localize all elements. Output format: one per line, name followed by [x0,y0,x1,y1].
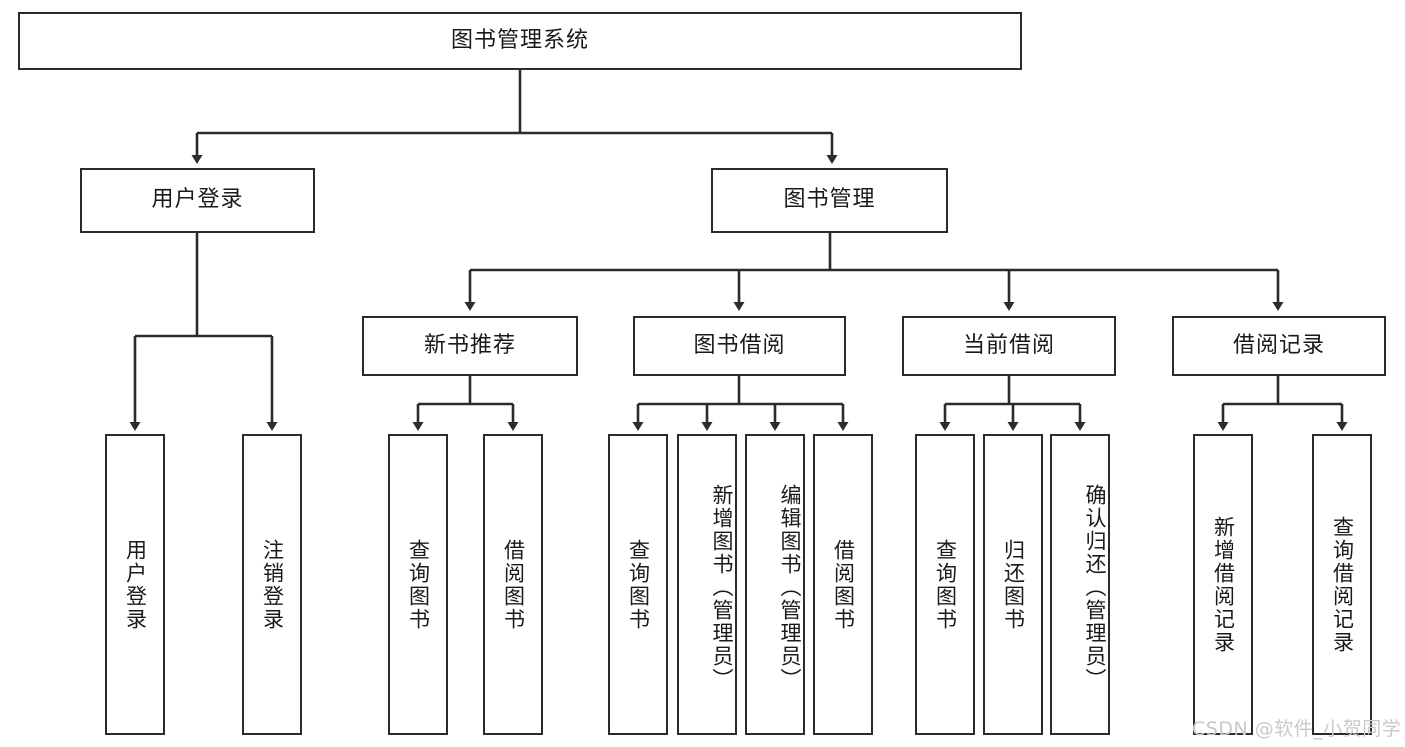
csdn-watermark: CSDN @软件_小贺同学 [1192,718,1402,740]
node-new-book-recommend[interactable]: 新书推荐 [362,316,578,376]
leaf-user-login-signout[interactable]: 注销登录 [242,434,302,735]
leaf-new-book-query-book[interactable]: 查询图书 [388,434,448,735]
leaf-book-borrow-query-book[interactable]: 查询图书 [608,434,668,735]
leaf-book-borrow-add-book-admin[interactable]: 新增图书（管理员） [677,434,737,735]
leaf-current-borrow-query-book[interactable]: 查询图书 [915,434,975,735]
node-current-borrow[interactable]: 当前借阅 [902,316,1116,376]
leaf-borrow-record-add-record[interactable]: 新增借阅记录 [1193,434,1253,735]
leaf-current-borrow-confirm-return-admin[interactable]: 确认归还（管理员） [1050,434,1110,735]
leaf-user-login-signin[interactable]: 用户登录 [105,434,165,735]
leaf-book-borrow-borrow-book[interactable]: 借阅图书 [813,434,873,735]
leaf-new-book-borrow-book[interactable]: 借阅图书 [483,434,543,735]
node-book-borrow[interactable]: 图书借阅 [633,316,846,376]
leaf-book-borrow-edit-book-admin[interactable]: 编辑图书（管理员） [745,434,805,735]
leaf-borrow-record-query-record[interactable]: 查询借阅记录 [1312,434,1372,735]
node-book-management[interactable]: 图书管理 [711,168,948,233]
node-user-login[interactable]: 用户登录 [80,168,315,233]
leaf-current-borrow-return-book[interactable]: 归还图书 [983,434,1043,735]
node-root-book-management-system[interactable]: 图书管理系统 [18,12,1022,70]
node-borrow-record[interactable]: 借阅记录 [1172,316,1386,376]
